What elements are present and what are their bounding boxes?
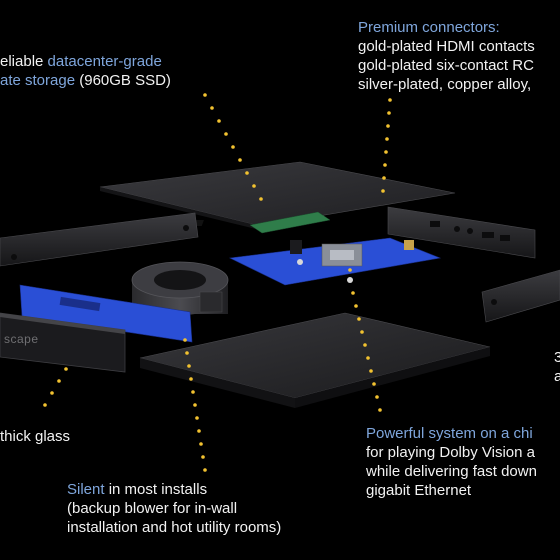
silent-line2: (backup blower for in-wall xyxy=(67,500,238,517)
storage-line1-highlight: datacenter-grade xyxy=(47,53,162,70)
right-edge-line1: 3 xyxy=(554,349,560,366)
storage-line1-plain: eliable xyxy=(0,53,48,70)
right-side-rail xyxy=(481,269,560,323)
base-plate xyxy=(139,312,491,408)
right-edge-line2: a xyxy=(554,368,560,385)
callout-right-edge: 3 a xyxy=(554,348,560,386)
storage-line2-plain: (960GB SSD) xyxy=(75,72,171,89)
front-glass-panel xyxy=(0,312,126,373)
soc-line2: while delivering fast down xyxy=(366,463,537,480)
top-lid-edge xyxy=(100,187,260,230)
connectors-line3: silver-plated, copper alloy, xyxy=(358,76,532,93)
silent-line3: installation and hot utility rooms) xyxy=(67,519,282,536)
cooling-blower xyxy=(131,261,229,315)
leader-lines xyxy=(43,93,392,472)
main-pcb xyxy=(228,237,442,286)
soc-line3: gigabit Ethernet xyxy=(366,482,472,499)
callout-glass: thick glass xyxy=(0,427,70,446)
glass-line1: thick glass xyxy=(0,428,71,445)
front-panel-brand-text: scape xyxy=(4,332,39,346)
connectors-title: Premium connectors: xyxy=(358,19,500,36)
soc-title: Powerful system on a chi xyxy=(366,425,533,442)
callout-storage: eliable datacenter-grade ate storage (96… xyxy=(0,52,171,90)
power-board xyxy=(19,284,193,343)
left-side-rail xyxy=(0,212,199,267)
connectors-line2: gold-plated six-contact RC xyxy=(358,57,534,74)
silent-line1-plain: in most installs xyxy=(104,481,208,498)
soc-line1: for playing Dolby Vision a xyxy=(366,444,535,461)
storage-line2-highlight: ate storage xyxy=(0,72,76,89)
silent-highlight: Silent xyxy=(67,481,105,498)
callout-connectors: Premium connectors: gold-plated HDMI con… xyxy=(358,18,535,94)
callout-silent: Silent in most installs (backup blower f… xyxy=(67,480,281,537)
connectors-line1: gold-plated HDMI contacts xyxy=(358,38,535,55)
rear-io-panel xyxy=(387,206,536,259)
callout-soc: Powerful system on a chi for playing Dol… xyxy=(366,424,537,500)
